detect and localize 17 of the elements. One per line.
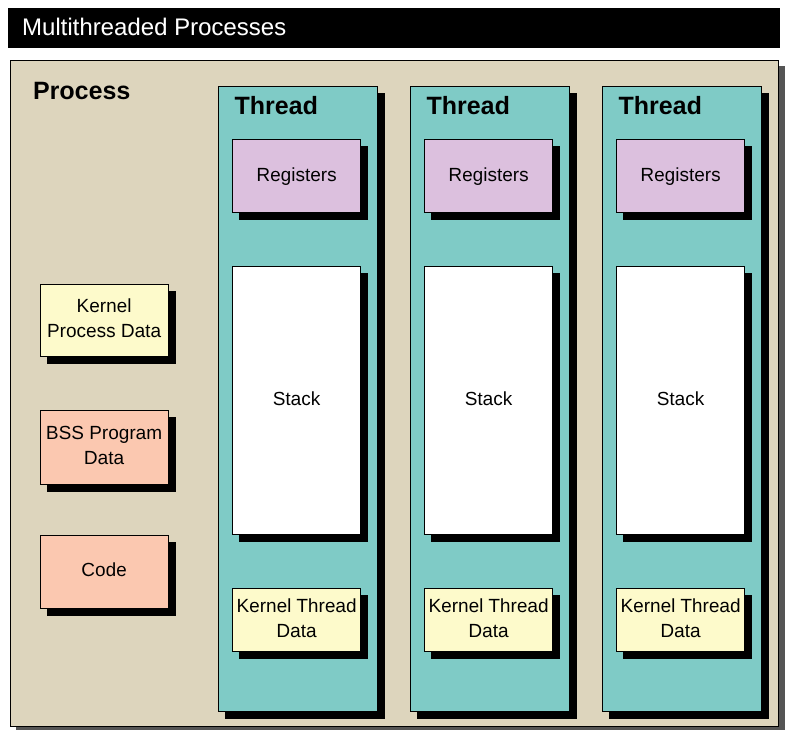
box-label: Kernel Thread Data xyxy=(619,595,742,644)
box-label: Registers xyxy=(640,164,721,188)
heading: Thread xyxy=(234,92,318,120)
heading: Thread xyxy=(426,92,510,120)
heading: Process xyxy=(33,77,130,106)
box-label: Kernel Thread Data xyxy=(427,595,550,644)
box-label: Code xyxy=(81,559,127,584)
box-label: BSS Program Data xyxy=(44,422,164,471)
box-label: Registers xyxy=(256,164,337,188)
title-bar: Multithreaded Processes xyxy=(8,8,780,48)
box-label: Stack xyxy=(464,388,512,412)
box-label: Kernel Process Data xyxy=(46,295,162,344)
box-label: Stack xyxy=(656,388,704,412)
box-label: Stack xyxy=(272,388,320,412)
box-label: Kernel Thread Data xyxy=(235,595,358,644)
box-label: Registers xyxy=(448,164,529,188)
heading: Thread xyxy=(618,92,702,120)
